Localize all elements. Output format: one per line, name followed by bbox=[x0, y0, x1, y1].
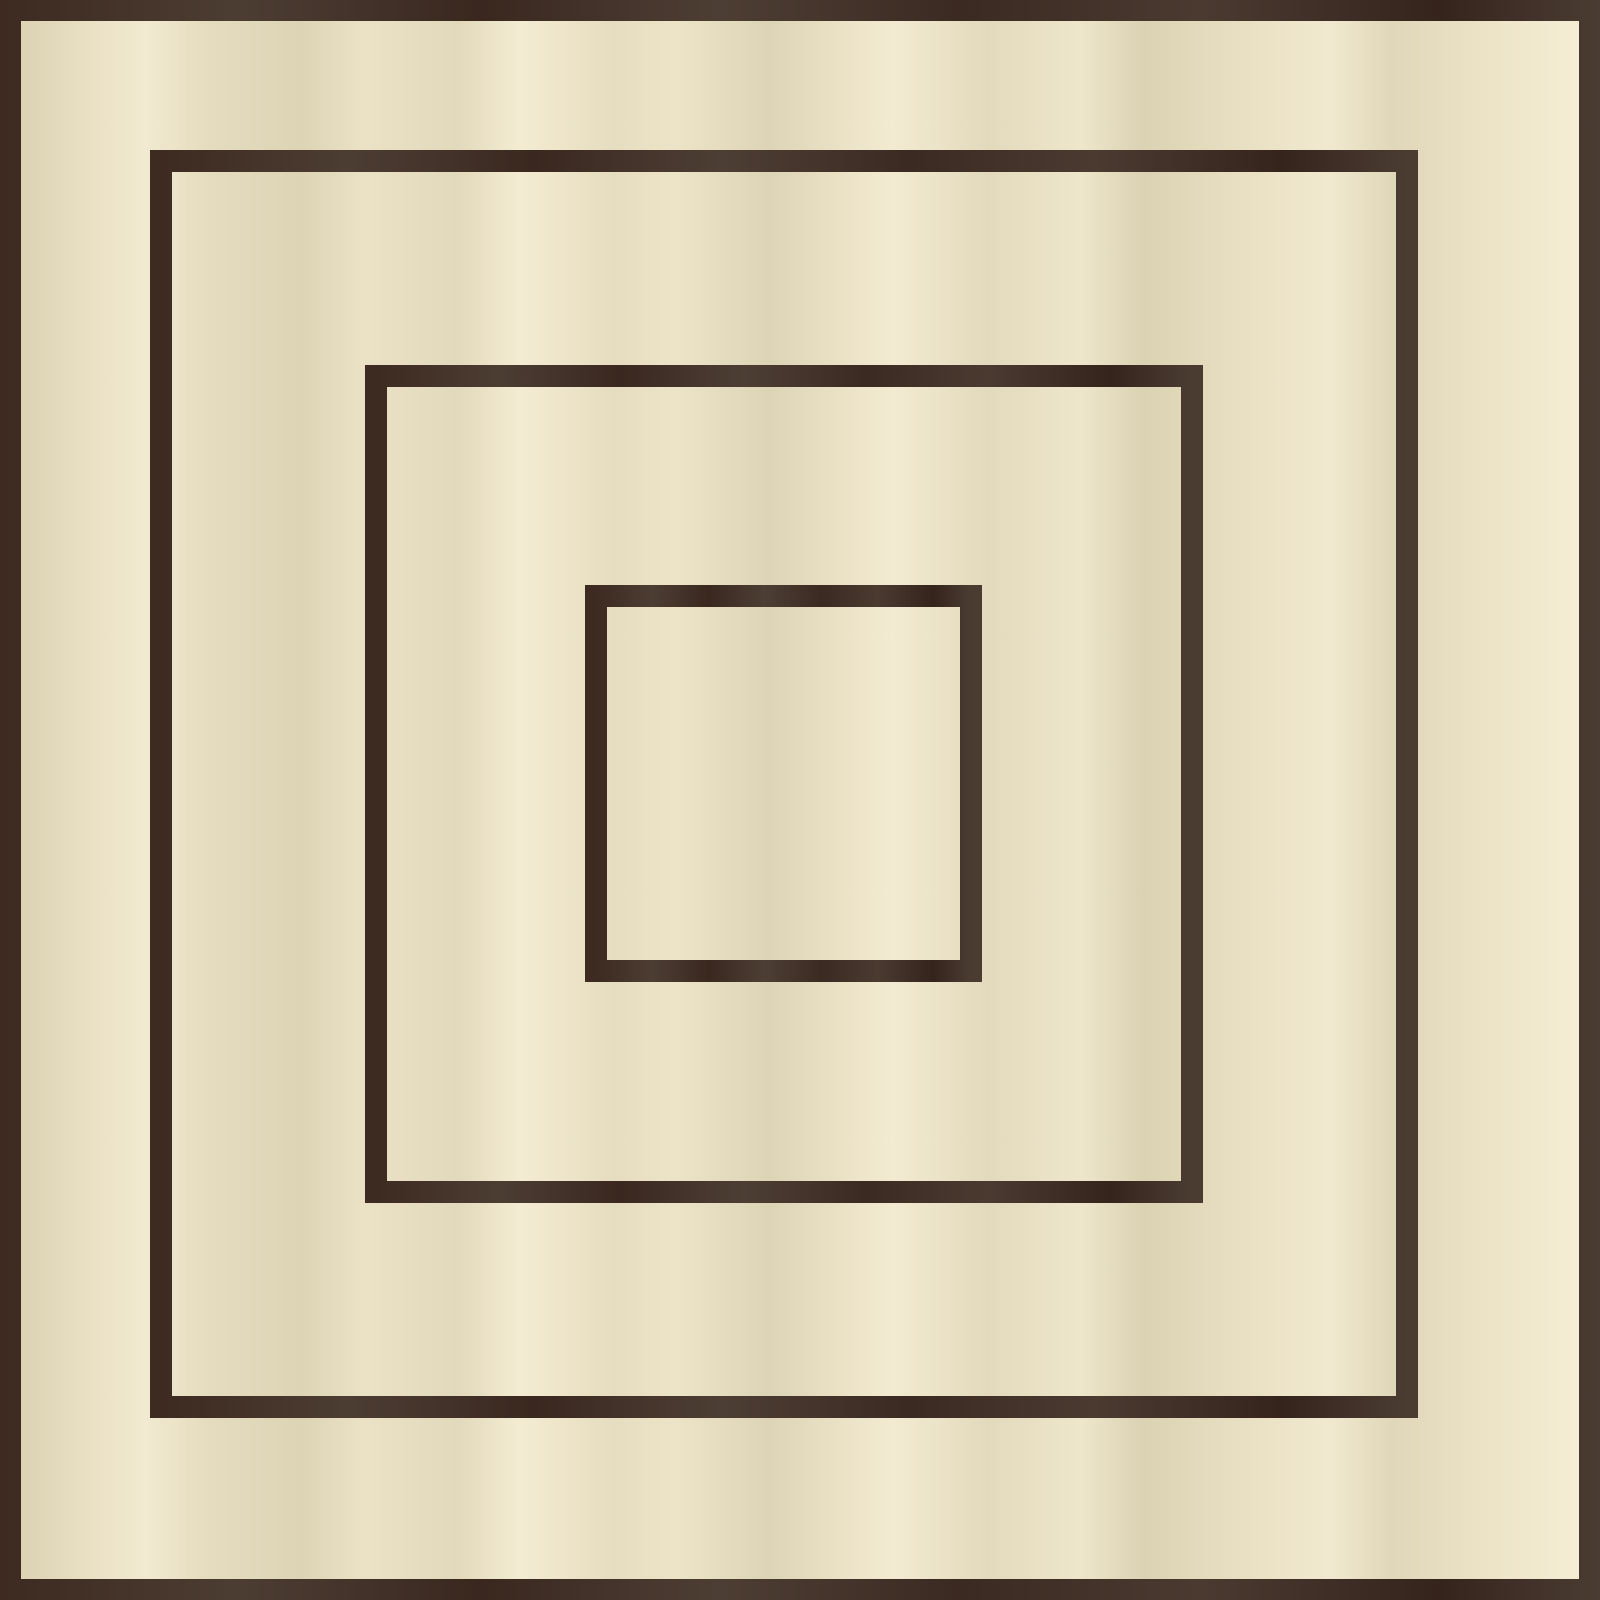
board-point-middle-1-2[interactable] bbox=[1152, 744, 1232, 824]
board-point-inner-2-1[interactable] bbox=[744, 931, 824, 1011]
board-point-outer-0-2[interactable] bbox=[1367, 121, 1447, 201]
board-point-middle-2-2[interactable] bbox=[1152, 1152, 1232, 1232]
board-point-inner-0-0[interactable] bbox=[556, 556, 636, 636]
board-point-outer-2-1[interactable] bbox=[744, 1367, 824, 1447]
board-point-inner-0-1[interactable] bbox=[744, 556, 824, 636]
board-point-inner-1-0[interactable] bbox=[556, 744, 636, 824]
board-point-outer-0-0[interactable] bbox=[121, 121, 201, 201]
board-point-outer-2-2[interactable] bbox=[1367, 1367, 1447, 1447]
board-point-inner-2-2[interactable] bbox=[931, 931, 1011, 1011]
board-point-middle-0-1[interactable] bbox=[744, 336, 824, 416]
board-point-middle-2-1[interactable] bbox=[744, 1152, 824, 1232]
board-point-middle-0-0[interactable] bbox=[336, 336, 416, 416]
board-point-inner-0-2[interactable] bbox=[931, 556, 1011, 636]
board-point-inner-1-2[interactable] bbox=[931, 744, 1011, 824]
board-point-middle-0-2[interactable] bbox=[1152, 336, 1232, 416]
board-point-outer-0-1[interactable] bbox=[744, 121, 824, 201]
board-point-middle-1-0[interactable] bbox=[336, 744, 416, 824]
board-point-outer-1-2[interactable] bbox=[1367, 744, 1447, 824]
board-point-middle-2-0[interactable] bbox=[336, 1152, 416, 1232]
board-point-outer-2-0[interactable] bbox=[121, 1367, 201, 1447]
board-lines bbox=[150, 150, 1418, 1418]
board-surface bbox=[21, 21, 1579, 1579]
board-point-outer-1-0[interactable] bbox=[121, 744, 201, 824]
board-point-inner-2-0[interactable] bbox=[556, 931, 636, 1011]
